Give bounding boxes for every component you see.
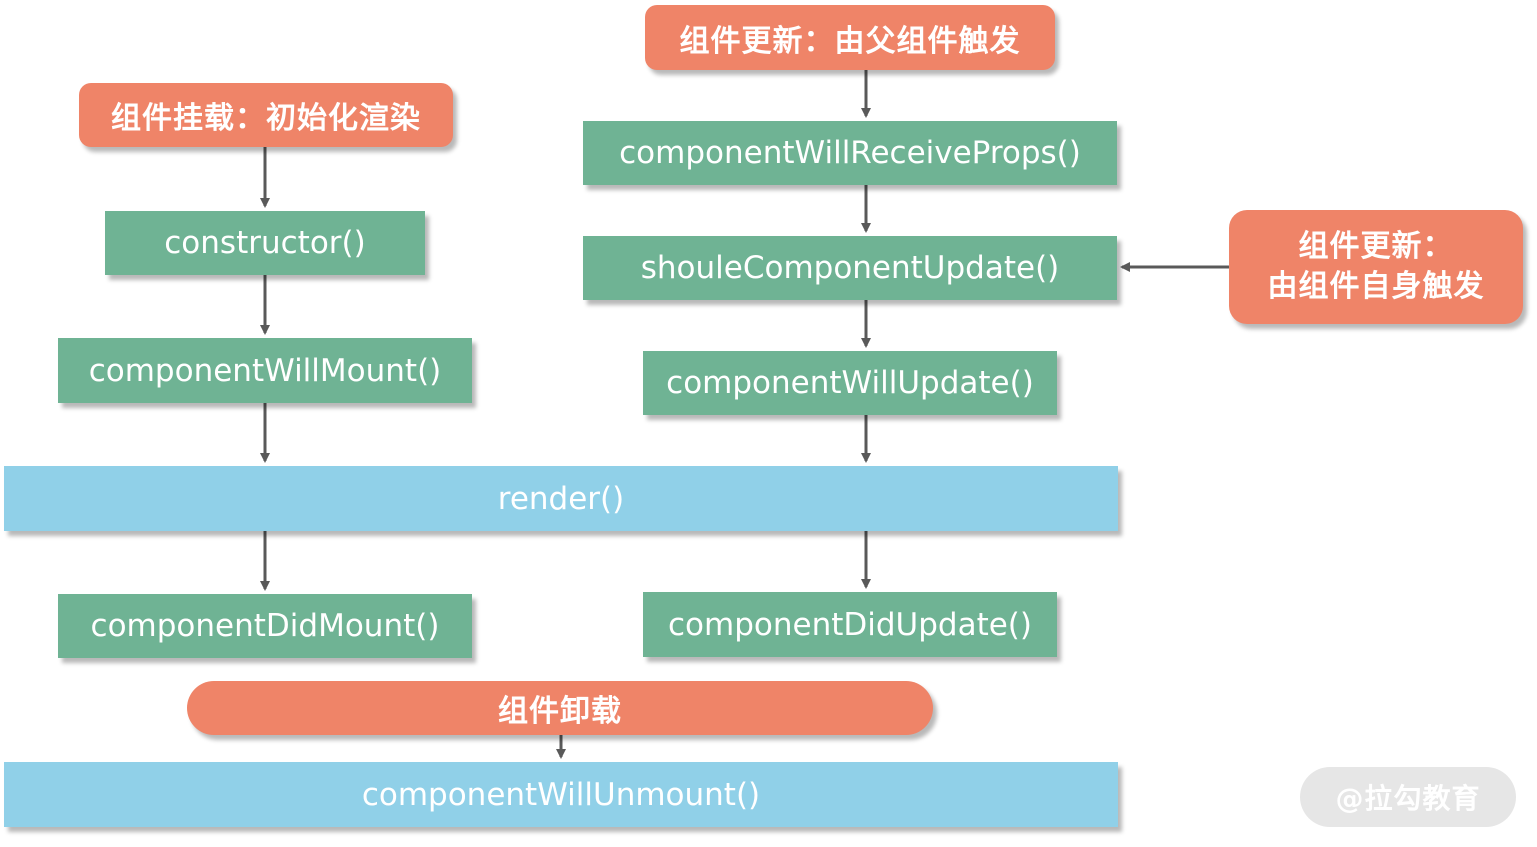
update-self-title-line2: 由组件自身触发	[1267, 269, 1485, 304]
unmount-title: 组件卸载	[187, 681, 933, 735]
update-parent-title: 组件更新：由父组件触发	[645, 5, 1055, 70]
should-component-update-label: shouleComponentUpdate()	[640, 250, 1060, 286]
component-will-mount-box: componentWillMount()	[58, 338, 472, 403]
update-self-title-line1: 组件更新：	[1298, 229, 1454, 264]
component-will-update-label: componentWillUpdate()	[666, 365, 1034, 401]
component-will-unmount-label: componentWillUnmount()	[361, 776, 761, 813]
component-did-mount-box: componentDidMount()	[58, 594, 472, 658]
component-will-receive-props-box: componentWillReceiveProps()	[583, 121, 1117, 185]
component-will-update-box: componentWillUpdate()	[643, 351, 1057, 415]
unmount-title-text: 组件卸载	[498, 694, 622, 729]
component-will-receive-props-label: componentWillReceiveProps()	[619, 135, 1081, 171]
update-parent-title-text: 组件更新：由父组件触发	[679, 23, 1021, 59]
constructor-box: constructor()	[105, 211, 425, 275]
update-self-title: 组件更新： 由组件自身触发	[1229, 210, 1523, 324]
render-box: render()	[4, 466, 1118, 531]
should-component-update-box: shouleComponentUpdate()	[583, 236, 1117, 300]
component-did-update-label: componentDidUpdate()	[668, 606, 1032, 643]
watermark-text: @拉勾教育	[1335, 782, 1481, 815]
watermark-logo: @拉勾教育	[1300, 767, 1516, 827]
component-will-unmount-box: componentWillUnmount()	[4, 762, 1118, 827]
component-did-update-box: componentDidUpdate()	[643, 592, 1057, 657]
component-will-mount-label: componentWillMount()	[88, 352, 442, 389]
mount-title: 组件挂载：初始化渲染	[79, 83, 453, 147]
constructor-label: constructor()	[164, 225, 366, 261]
component-did-mount-label: componentDidMount()	[90, 608, 440, 644]
mount-title-text: 组件挂载：初始化渲染	[111, 101, 421, 136]
render-label: render()	[497, 480, 625, 517]
